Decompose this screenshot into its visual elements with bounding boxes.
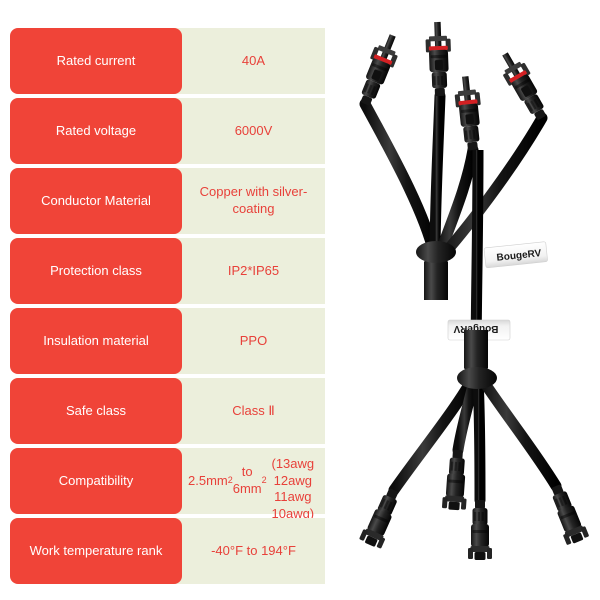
- cable-branch-top-center: [429, 90, 446, 264]
- table-row: Rated current 40A: [0, 28, 330, 94]
- cable-branch-top-left: [359, 98, 441, 264]
- mc4-male-connector-top-left: [353, 30, 405, 109]
- spec-label: Compatibility: [10, 448, 182, 514]
- spec-label: Work temperature rank: [10, 518, 182, 584]
- spec-label: Insulation material: [10, 308, 182, 374]
- mc4-female-connector-bottom-left: [358, 485, 405, 550]
- mc4-male-connector-top-right: [494, 47, 553, 125]
- spec-value: 6000V: [174, 98, 325, 164]
- mc4-female-connector-bottom-midleft: [441, 449, 470, 511]
- spec-label: Rated voltage: [10, 98, 182, 164]
- table-row: Rated voltage 6000V: [0, 98, 330, 164]
- product-photo: BougeRV BougeRV: [330, 0, 600, 600]
- spec-value: Copper with silver-coating: [174, 168, 325, 234]
- mc4-male-connector-top-midright: [452, 75, 486, 152]
- top-junction-collar: [416, 241, 456, 263]
- cable-branch-top-right: [431, 112, 548, 268]
- cable-branch-bottom-right: [474, 370, 562, 492]
- brand-label-text: BougeRV: [496, 248, 542, 264]
- mc4-male-connector-top-center: [424, 21, 453, 97]
- table-row: Insulation material PPO: [0, 308, 330, 374]
- table-row: Safe class Class Ⅱ: [0, 378, 330, 444]
- mc4-female-connector-bottom-right: [544, 481, 590, 547]
- cable-branch-bottom-center: [472, 372, 486, 506]
- spec-value: PPO: [174, 308, 325, 374]
- spec-value: IP2*IP65: [174, 238, 325, 304]
- brand-label-text: BougeRV: [453, 323, 498, 334]
- table-row: Conductor Material Copper with silver-co…: [0, 168, 330, 234]
- spec-label: Safe class: [10, 378, 182, 444]
- brand-label-tag-upper: BougeRV: [483, 241, 548, 269]
- connector-assembly-illustration: BougeRV BougeRV: [353, 21, 590, 600]
- spec-value: Class Ⅱ: [174, 378, 325, 444]
- spec-value: 40A: [174, 28, 325, 94]
- spec-label: Conductor Material: [10, 168, 182, 234]
- specification-table: Rated current 40A Rated voltage 6000V Co…: [0, 28, 330, 584]
- spec-value: -40°F to 194°F: [174, 518, 325, 584]
- spec-label: Rated current: [10, 28, 182, 94]
- spec-label: Protection class: [10, 238, 182, 304]
- mc4-female-connector-bottom-center: [468, 500, 492, 560]
- bottom-junction-collar: [457, 367, 497, 389]
- table-row: Protection class IP2*IP65: [0, 238, 330, 304]
- table-row: Work temperature rank -40°F to 194°F: [0, 518, 330, 584]
